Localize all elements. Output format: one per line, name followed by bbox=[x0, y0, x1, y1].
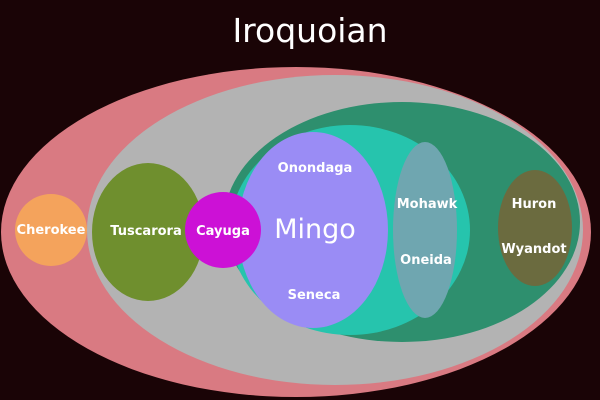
label-onondaga: Onondaga bbox=[278, 161, 353, 176]
cayuga-circle bbox=[185, 192, 261, 268]
huron-wyandot-region bbox=[498, 170, 572, 286]
tuscarora-circle bbox=[92, 163, 204, 301]
label-oneida: Oneida bbox=[400, 253, 452, 268]
label-wyandot: Wyandot bbox=[501, 242, 566, 257]
mingo-region bbox=[238, 132, 388, 328]
mohawk-oneida-region bbox=[393, 142, 457, 318]
label-tuscarora: Tuscarora bbox=[110, 224, 181, 239]
label-cayuga: Cayuga bbox=[196, 224, 250, 239]
label-cherokee: Cherokee bbox=[17, 223, 86, 238]
diagram-title: Iroquoian bbox=[232, 11, 387, 50]
label-huron: Huron bbox=[512, 197, 557, 212]
label-mohawk: Mohawk bbox=[397, 197, 458, 212]
cherokee-circle bbox=[15, 194, 87, 266]
label-mingo: Mingo bbox=[274, 214, 356, 245]
label-seneca: Seneca bbox=[288, 288, 341, 303]
